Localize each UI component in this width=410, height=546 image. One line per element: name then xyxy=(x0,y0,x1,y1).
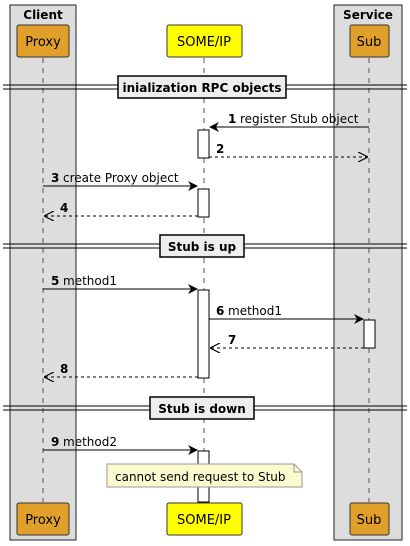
participant-proxy-bottom: Proxy xyxy=(16,502,70,536)
participant-proxy-top: Proxy xyxy=(16,24,70,58)
divider-stub-up-label: Stub is up xyxy=(168,240,237,254)
message-8: 8 xyxy=(45,362,198,377)
svg-text:9: 9 xyxy=(51,435,59,449)
svg-text:2: 2 xyxy=(216,142,224,156)
svg-text:Sub: Sub xyxy=(357,35,382,50)
svg-text:create Proxy object: create Proxy object xyxy=(63,171,179,185)
svg-text:method1: method1 xyxy=(63,274,117,288)
svg-text:6: 6 xyxy=(216,304,224,318)
participant-someip-top: SOME/IP xyxy=(166,24,243,58)
message-7: 7 xyxy=(211,333,364,348)
svg-text:Proxy: Proxy xyxy=(25,513,61,528)
message-5: 5 method1 xyxy=(43,274,198,294)
svg-text:8: 8 xyxy=(60,362,68,376)
service-box: Service xyxy=(333,4,403,541)
svg-text:1: 1 xyxy=(228,112,236,126)
client-box-title: Client xyxy=(23,8,63,22)
message-1: 1 register Stub object xyxy=(209,112,369,132)
participant-sub-bottom: Sub xyxy=(349,502,390,536)
divider-init: inialization RPC objects xyxy=(3,75,407,99)
participant-sub-top: Sub xyxy=(349,24,390,58)
participant-someip-bottom: SOME/IP xyxy=(166,502,243,536)
divider-init-label: inialization RPC objects xyxy=(122,81,281,95)
divider-stub-up: Stub is up xyxy=(3,234,407,258)
svg-text:4: 4 xyxy=(60,201,68,215)
activation-bar xyxy=(197,129,210,159)
activation-bar xyxy=(363,319,376,349)
svg-text:7: 7 xyxy=(228,333,236,347)
svg-text:5: 5 xyxy=(51,274,59,288)
divider-stub-down: Stub is down xyxy=(3,396,407,420)
svg-text:SOME/IP: SOME/IP xyxy=(177,35,231,50)
svg-text:method1: method1 xyxy=(228,304,282,318)
svg-text:register Stub object: register Stub object xyxy=(240,112,359,126)
svg-text:3: 3 xyxy=(51,171,59,185)
svg-text:Sub: Sub xyxy=(357,513,382,528)
message-4: 4 xyxy=(45,201,198,216)
divider-stub-down-label: Stub is down xyxy=(158,402,246,416)
svg-text:Proxy: Proxy xyxy=(25,35,61,50)
activation-bar xyxy=(197,289,210,379)
message-3: 3 create Proxy object xyxy=(43,171,198,191)
note: cannot send request to Stub xyxy=(106,463,303,488)
message-2: 2 xyxy=(209,142,367,157)
service-box-title: Service xyxy=(343,8,393,22)
svg-text:SOME/IP: SOME/IP xyxy=(177,513,231,528)
activation-bar xyxy=(197,188,210,218)
svg-text:method2: method2 xyxy=(63,435,117,449)
message-6: 6 method1 xyxy=(209,304,364,324)
note-text: cannot send request to Stub xyxy=(115,470,286,484)
message-9: 9 method2 xyxy=(43,435,198,455)
